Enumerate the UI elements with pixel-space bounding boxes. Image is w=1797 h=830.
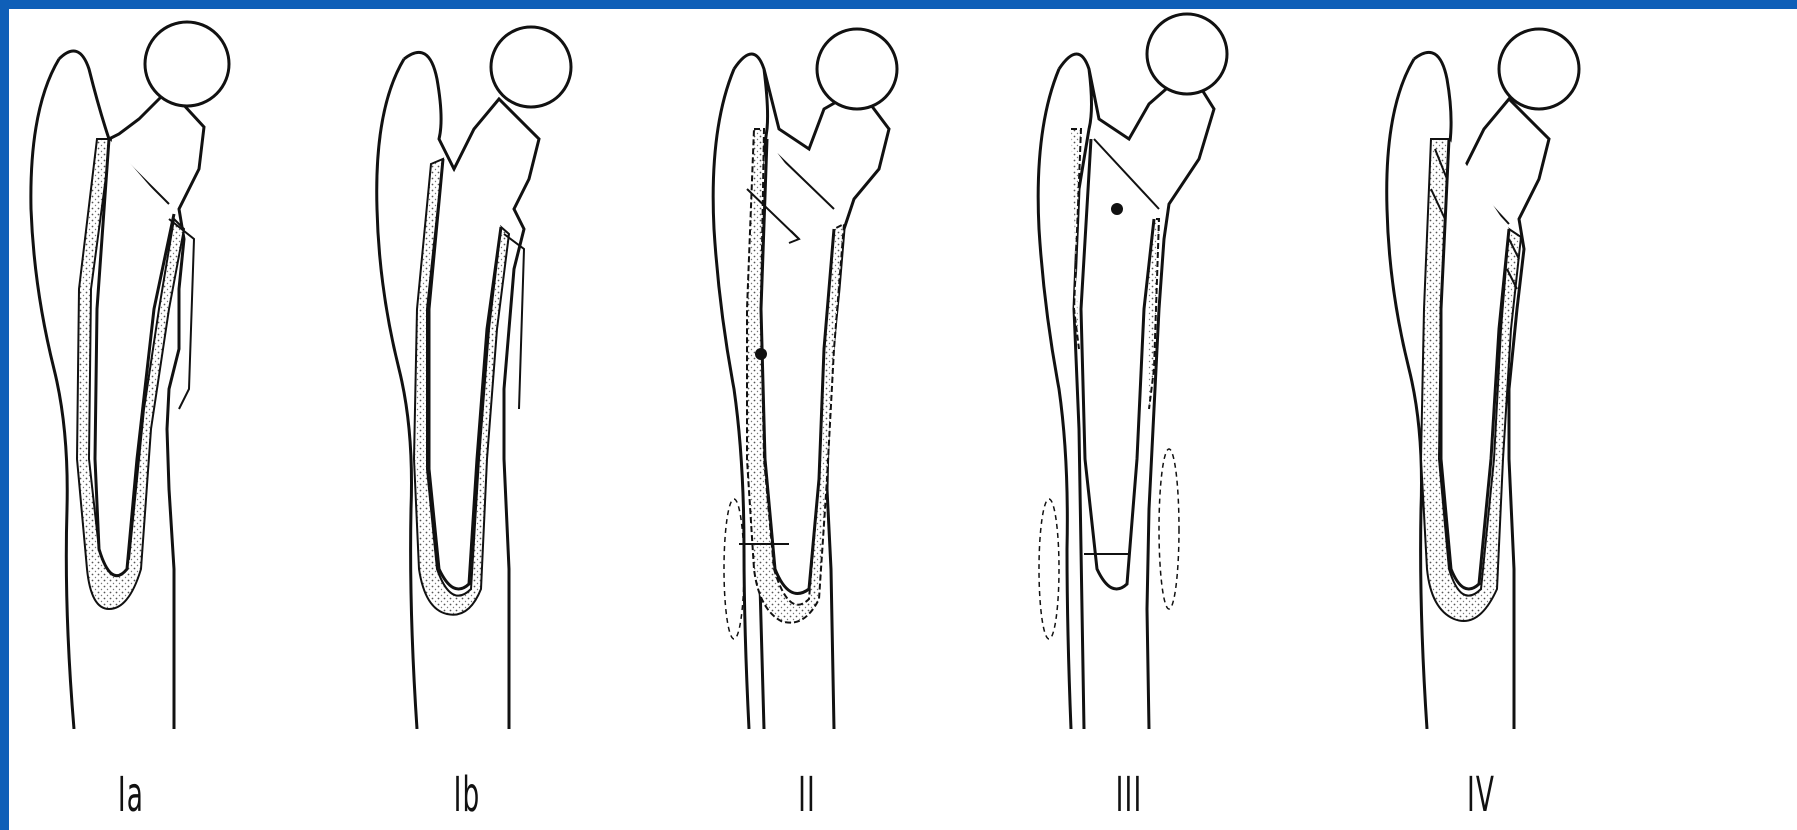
figure-label-ib: Ib bbox=[434, 767, 500, 823]
femur-diagram-iii bbox=[1019, 9, 1299, 729]
diagram-panel: Ia Ib II III IV bbox=[9, 9, 1797, 830]
femur-ii-svg bbox=[699, 9, 979, 729]
figure-label-iii: III bbox=[1096, 767, 1162, 823]
figure-label-iv: IV bbox=[1448, 767, 1514, 823]
femur-diagram-ia bbox=[19, 9, 299, 729]
femur-diagram-ii bbox=[699, 9, 979, 729]
femur-diagram-ib bbox=[359, 9, 639, 729]
figure-label-ia: Ia bbox=[98, 767, 164, 823]
femur-iii-svg bbox=[1019, 9, 1299, 729]
femur-ia-svg bbox=[19, 9, 299, 729]
femur-diagram-iv bbox=[1369, 9, 1649, 729]
figure-label-ii: II bbox=[774, 767, 840, 823]
femur-ib-svg bbox=[359, 9, 639, 729]
femur-iv-svg bbox=[1369, 9, 1649, 729]
